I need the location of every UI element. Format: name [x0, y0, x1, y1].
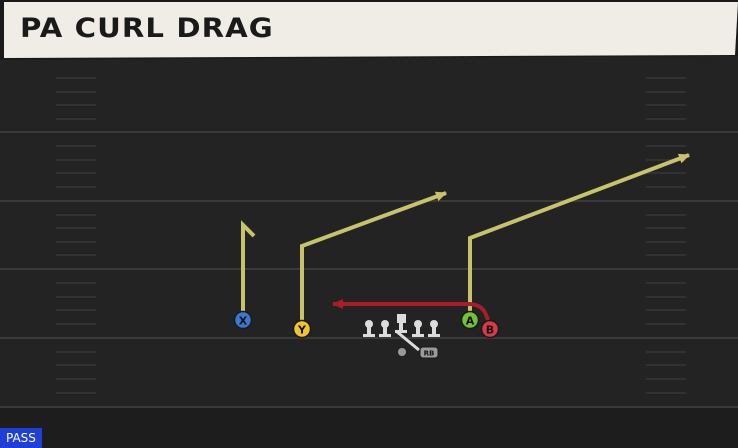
- player-x-label: X: [239, 315, 248, 328]
- player-b[interactable]: B: [480, 319, 500, 339]
- yard-lines: [0, 131, 738, 408]
- lineman-icon: [363, 320, 375, 337]
- lineman-icon: [428, 320, 440, 337]
- player-a[interactable]: A: [460, 310, 480, 330]
- player-rb[interactable]: RB: [419, 346, 439, 359]
- hash-marks-right: [646, 77, 686, 394]
- route-y-corner: [300, 191, 447, 322]
- player-y[interactable]: Y: [292, 319, 312, 339]
- route-x-curl: [241, 220, 256, 318]
- center-icon: [395, 314, 407, 333]
- hash-marks-left: [56, 77, 96, 394]
- offensive-line: [363, 314, 440, 337]
- quarterback-icon: [395, 329, 420, 356]
- route-a-corner: [468, 153, 690, 318]
- play-type-badge: PASS: [0, 428, 42, 448]
- player-x[interactable]: X: [233, 310, 253, 330]
- play-title: PA CURL DRAG: [20, 13, 274, 44]
- title-bar: [0, 0, 738, 60]
- player-rb-label: RB: [424, 350, 435, 358]
- player-a-label: A: [466, 315, 475, 328]
- lineman-icon: [379, 320, 391, 337]
- player-b-label: B: [486, 324, 494, 337]
- lineman-icon: [412, 320, 424, 337]
- player-y-label: Y: [297, 324, 307, 337]
